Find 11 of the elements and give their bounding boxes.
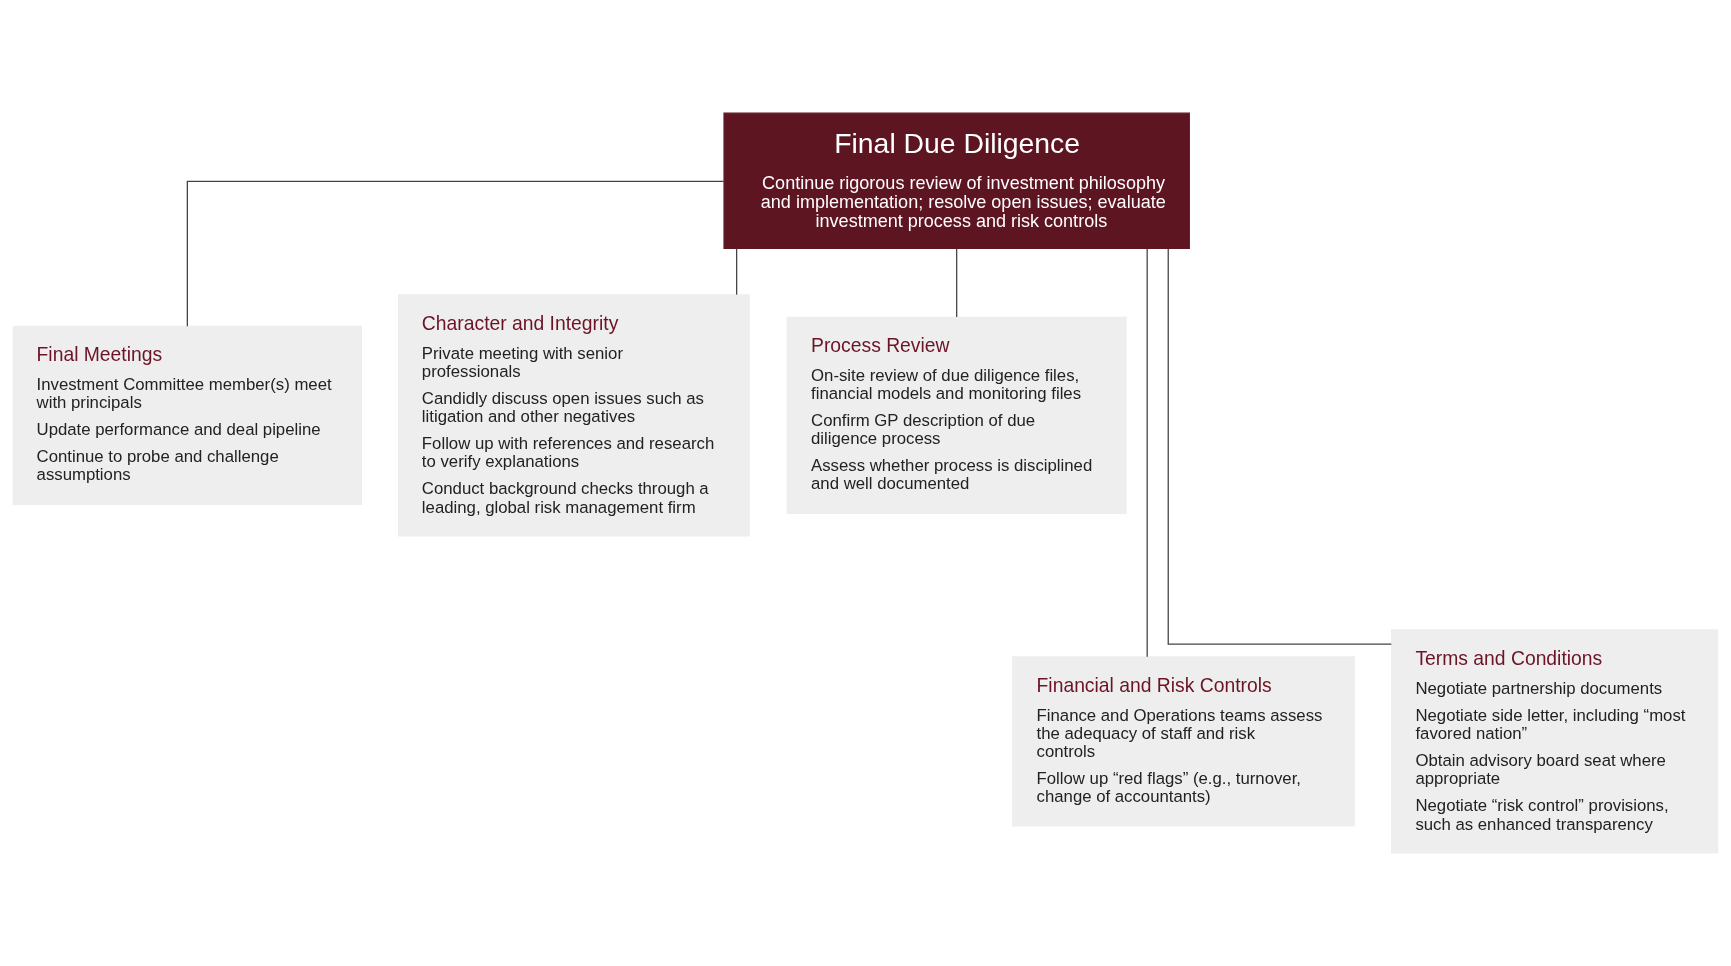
connector	[956, 248, 958, 318]
connector	[186, 180, 725, 327]
connector	[1146, 248, 1148, 658]
connector	[1167, 248, 1392, 645]
node-box: Character and Integrity Private meeting with senior professionals Candidly discuss open issues such as litigation and other negatives Follow up with references and research to verify explanations Conduct background checks through a leading, global risk management firm	[398, 294, 750, 537]
node-box: Process Review On-site review of due diligence files, financial models and monitoring files Confirm GP description of due diligence process Assess whether process is disciplined and well documented	[786, 316, 1127, 514]
connector	[736, 248, 738, 296]
node-box: Final Due Diligence Continue rigorous review of investment philosophy and implementation; resolve open issues; evaluate investment process and risk controls	[723, 112, 1190, 250]
node-box: Terms and Conditions Negotiate partnership documents Negotiate side letter, including “most favored nation” Obtain advisory board seat where appropriate Negotiate “risk control” provisions, such as enhanced transparency	[1390, 629, 1719, 854]
node-box: Financial and Risk Controls Finance and Operations teams assess the adequacy of staff and risk controls Follow up “red flags” (e.g., turnover, change of accountants)	[1012, 656, 1355, 827]
node-box: Final Meetings Investment Committee member(s) meet with principals Update performance and deal pipeline Continue to probe and challenge assumptions	[12, 325, 362, 505]
